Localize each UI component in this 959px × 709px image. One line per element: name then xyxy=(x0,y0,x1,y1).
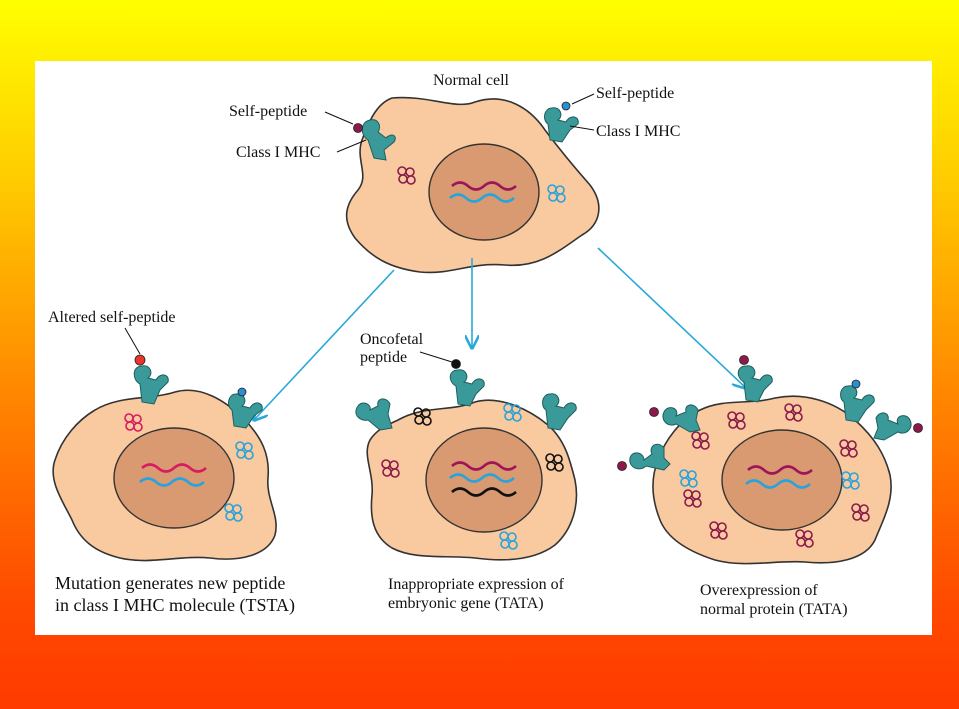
normal-cell xyxy=(345,96,600,274)
caption-right-line2: normal protein (TATA) xyxy=(700,601,848,618)
overexpression-protein-maroon-2 xyxy=(727,411,746,430)
tsta-protein-blue-1 xyxy=(235,441,254,460)
tumor-antigen-diagram: Normal cell Self-peptide Class I MHC Sel… xyxy=(48,72,923,618)
tsta-cell xyxy=(52,354,277,562)
overexpression-dna-magenta xyxy=(747,465,813,475)
tsta-mhc-top xyxy=(133,354,169,405)
overexpression-peptide-right xyxy=(913,423,923,433)
normal-dna-magenta xyxy=(451,181,517,191)
oncofetal-peptide-black xyxy=(451,359,461,369)
overexpression-mhc-upper-right xyxy=(840,379,875,423)
overexpression-protein-blue-2 xyxy=(841,471,860,490)
tsta-protein-blue-2 xyxy=(224,503,243,522)
tsta-protein-pink xyxy=(124,413,143,432)
overexpression-mhc-left xyxy=(617,443,671,471)
oncofetal-protein-blue-1 xyxy=(503,403,522,422)
normal-mhc-left xyxy=(353,119,396,161)
overexpression-protein-maroon-4 xyxy=(839,439,858,458)
overexpression-protein-maroon-1 xyxy=(691,431,710,450)
overexpression-peptide-top xyxy=(739,355,749,365)
overexpression-protein-maroon-8 xyxy=(683,489,702,508)
slide-canvas: Normal cell Self-peptide Class I MHC Sel… xyxy=(35,61,932,635)
arrow-to-left-cell xyxy=(254,269,395,420)
overexpression-peptide-upper-right xyxy=(851,379,861,389)
normal-cell-nucleus xyxy=(428,143,540,241)
oncofetal-protein-maroon xyxy=(381,459,400,478)
normal-protein-blue xyxy=(547,184,566,203)
oncofetal-dna-magenta xyxy=(451,461,517,471)
caption-right-line1: Overexpression of xyxy=(700,582,818,599)
oncofetal-dna-blue xyxy=(449,473,515,483)
label-oncofetal-line2: peptide xyxy=(360,349,407,366)
overexpression-protein-maroon-5 xyxy=(851,503,870,522)
oncofetal-cell xyxy=(355,359,578,561)
normal-self-peptide-magenta xyxy=(353,123,363,133)
oncofetal-protein-black-2 xyxy=(545,453,564,472)
label-self-peptide-right: Self-peptide xyxy=(596,85,674,102)
overexpression-protein-blue-1 xyxy=(679,469,698,488)
label-class-mhc-right: Class I MHC xyxy=(596,123,680,140)
caption-left-line1: Mutation generates new peptide xyxy=(55,573,285,593)
caption-middle-line1: Inappropriate expression of xyxy=(388,576,565,593)
normal-protein-maroon xyxy=(397,166,416,185)
overexpression-cell xyxy=(617,355,923,565)
oncofetal-protein-blue-2 xyxy=(499,531,518,550)
tsta-dna-pink xyxy=(141,463,207,473)
tsta-dna-blue xyxy=(139,477,205,487)
caption-middle-line2: embryonic gene (TATA) xyxy=(388,595,544,612)
oncofetal-protein-black-1 xyxy=(413,407,432,426)
overexpression-protein-maroon-3 xyxy=(784,403,803,422)
overexpression-dna-blue xyxy=(745,479,811,489)
caption-left-line2: in class I MHC molecule (TSTA) xyxy=(55,595,295,616)
tsta-cell-nucleus xyxy=(113,427,235,529)
oncofetal-mhc-left xyxy=(355,398,393,431)
label-class-mhc-left: Class I MHC xyxy=(236,144,320,161)
label-normal-cell: Normal cell xyxy=(433,72,510,89)
overexpression-peptide-upper-left xyxy=(649,407,659,417)
overexpression-mhc-right xyxy=(873,412,923,441)
normal-mhc-right xyxy=(544,101,579,143)
tsta-self-peptide-blue xyxy=(237,387,247,397)
overexpression-protein-maroon-6 xyxy=(795,529,814,548)
oncofetal-mhc-right xyxy=(542,393,577,431)
label-self-peptide-left: Self-peptide xyxy=(229,103,307,120)
overexpression-peptide-left xyxy=(617,461,627,471)
normal-dna-blue xyxy=(449,193,515,203)
oncofetal-mhc-top xyxy=(449,359,485,407)
label-oncofetal-line1: Oncofetal xyxy=(360,331,424,348)
overexpression-protein-maroon-7 xyxy=(709,521,728,540)
tsta-altered-peptide xyxy=(134,354,146,366)
overexpression-mhc-upper-left xyxy=(649,404,701,433)
overexpression-mhc-top xyxy=(737,355,773,403)
normal-self-peptide-blue xyxy=(561,101,571,111)
tsta-mhc-right xyxy=(228,387,263,429)
oncofetal-dna-black xyxy=(451,487,517,497)
arrow-to-right-cell xyxy=(597,247,746,388)
label-altered-self-peptide: Altered self-peptide xyxy=(48,309,176,326)
oncofetal-cell-nucleus xyxy=(425,427,543,533)
